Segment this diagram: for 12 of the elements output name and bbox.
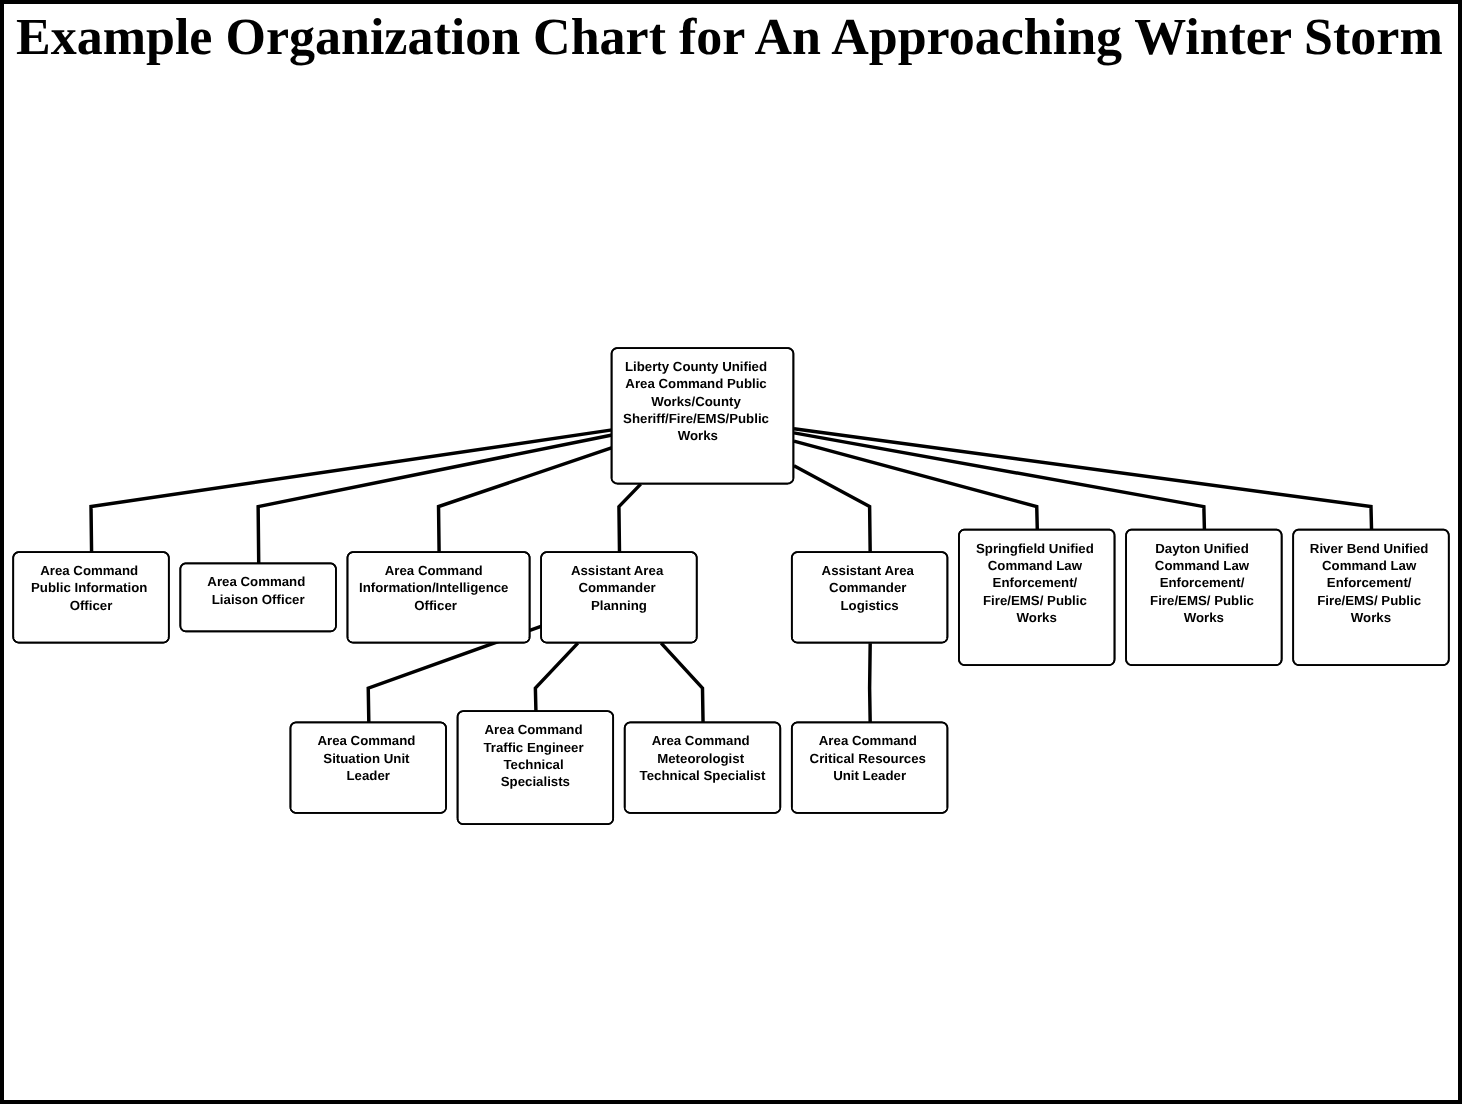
connector [617,482,642,553]
connector [256,433,613,564]
connector [793,430,1207,531]
chart-title: Example Organization Chart for An Approaching Winter Storm [16,8,1445,68]
connector [793,426,1374,531]
connector [867,642,872,723]
connector [793,439,1040,531]
connector [89,427,613,553]
connector [436,445,613,553]
connector [659,641,705,723]
connector [533,641,580,712]
connector [793,464,872,553]
